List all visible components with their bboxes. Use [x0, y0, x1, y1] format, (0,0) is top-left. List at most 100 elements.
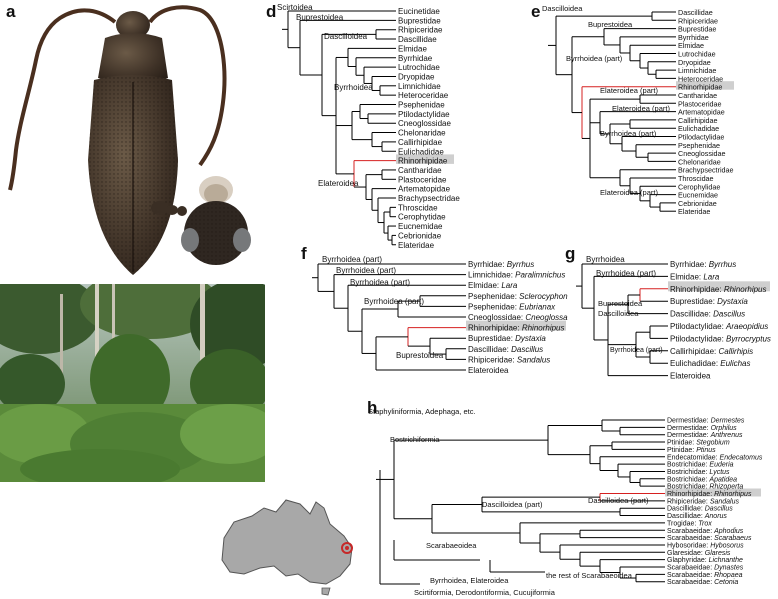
taxon-label: Cantharidae — [678, 91, 717, 100]
taxon-label: Ptilodactylidae: Byrrocryptus — [670, 334, 771, 343]
taxon-label: Trogidae: Trox — [667, 520, 712, 527]
taxon-label: Ptilodactylidae — [398, 110, 450, 119]
clade-label: Scarabaeoidea — [426, 541, 477, 550]
clade-label: Bostrichiformia — [390, 435, 440, 444]
taxon-label: Eucnemidae — [678, 191, 718, 200]
clade-label: Dascilloidea (part) — [482, 500, 543, 509]
taxon-label: Throscidae — [398, 203, 438, 212]
taxon-label: Ptilodactylidae — [678, 133, 724, 142]
clade-label: Byrrhoidea (part) — [566, 54, 623, 63]
taxon-label: Elateridae — [678, 207, 710, 216]
panel-letter-f: f — [301, 244, 307, 263]
taxon-label: Elmidae — [398, 44, 427, 53]
taxon-label: Plastoceridae — [398, 175, 447, 184]
taxon-label: Bostrichidae: Euderia — [667, 462, 734, 469]
taxon-label: Elateroidea — [468, 366, 509, 375]
taxon-label: Elateroidea — [670, 372, 711, 381]
taxon-label: Rhipiceridae — [398, 26, 443, 35]
taxon-label: Dascillidae — [398, 35, 437, 44]
clade-label: Buprestoidea — [598, 299, 643, 308]
taxon-label: Scarabaeidae: Dynastes — [667, 565, 744, 572]
taxon-label: Dascillidae: Dascillus — [468, 345, 543, 354]
clade-label: Byrrhoidea (part) — [336, 266, 396, 275]
taxon-label: Scarabaeidae: Cetonia — [667, 579, 738, 586]
taxon-label: Byrrhidae: Byrrhus — [468, 260, 534, 269]
taxon-label: Byrrhidae: Byrrhus — [670, 260, 736, 269]
panel-letter-g: g — [565, 244, 576, 263]
taxon-label: Glaphyridae: Lichnanthe — [667, 557, 743, 564]
taxon-label: Hybosoridae: Hybosorus — [667, 542, 744, 549]
taxon-label: Brachypsectridae — [678, 166, 734, 175]
taxon-label: Dryopidae — [678, 58, 711, 67]
taxon-label: Cerophylidae — [678, 182, 720, 191]
taxon-label: Cneoglossidae: Cneoglossa — [468, 313, 568, 322]
taxon-label: Dermestidae: Dermestes — [667, 418, 745, 425]
taxon-label: Eulichadidae — [678, 124, 719, 133]
clade-label: Byrrhoidea (part) — [350, 278, 410, 287]
clade-label: Byrrhoidea (part) — [364, 297, 424, 306]
taxon-label: Eulichadidae: Eulichas — [670, 359, 751, 368]
taxon-label: Chelonaridae — [678, 157, 721, 166]
taxon-label: Rhinorhipidae: Rhinorhipus — [667, 491, 752, 498]
highlight-box — [396, 154, 454, 164]
taxon-label: Elmidae — [678, 41, 704, 50]
clade-label: Scirtoidea — [277, 3, 313, 12]
taxon-label: Eucnemidae — [398, 222, 443, 231]
taxon-label: Limnichidae — [678, 66, 716, 75]
taxon-label: Elmidae: Lara — [670, 272, 720, 281]
locality-marker — [341, 542, 353, 554]
taxon-label: Endecatomidae: Endecatomus — [667, 454, 763, 461]
taxon-label: Dascillidae: Anorus — [667, 513, 727, 520]
taxon-label: Plastoceridae — [678, 99, 722, 108]
taxon-label: Chelonaridae — [398, 129, 446, 138]
clade-label: Elateroidea — [318, 179, 359, 188]
taxon-label: Lutrochidae — [678, 50, 716, 59]
taxon-label: Elmidae: Lara — [468, 281, 518, 290]
taxon-label: Brachypsectridae — [398, 194, 460, 203]
taxon-label: Psephenidae — [678, 141, 720, 150]
taxon-label: Psephenidae: Sclerocyphon — [468, 292, 568, 301]
taxon-label: Scarabaeidae: Rhopaea — [667, 572, 743, 579]
taxon-label: Byrrhidae — [398, 54, 433, 63]
taxon-label: Callirhipidae: Callirhipis — [670, 347, 753, 356]
taxon-label: Rhinorhipidae: Rhinorhipus — [468, 324, 565, 333]
taxon-label: Lutrochidae — [398, 63, 440, 72]
clade-label: Buprestoidea — [396, 351, 444, 360]
taxon-label: Limnichidae — [398, 82, 441, 91]
taxon-label: Rhinorhipidae — [398, 157, 448, 166]
taxon-label: Rhipiceridae: Sandalus — [667, 498, 740, 505]
highlight-box — [676, 81, 734, 90]
clade-label: Buprestoidea — [588, 20, 633, 29]
taxon-label: Buprestidae: Dystaxia — [670, 297, 748, 306]
taxon-label: Heteroceridae — [678, 74, 723, 83]
taxon-label: Rhipiceridae — [678, 16, 718, 25]
clade-label: Staphyliniformia, Adephaga, etc. — [368, 407, 476, 416]
taxon-label: Bostrichidae: Rhizoperta — [667, 484, 743, 491]
taxon-label: Rhipiceridae: Sandalus — [468, 355, 550, 364]
clade-label: Buprestoidea — [296, 13, 344, 22]
taxon-label: Byrrhidae — [678, 33, 709, 42]
taxon-label: Psephenidae — [398, 101, 445, 110]
clade-label: Byrrhoidea — [586, 255, 625, 264]
taxon-label: Callirhipidae — [398, 138, 443, 147]
taxon-label: Scarabaeidae: Aphodius — [667, 528, 744, 535]
habitat-photo — [0, 284, 265, 482]
clade-label: Dascilloidea (part) — [588, 496, 649, 505]
taxon-label: Eucinetidae — [398, 7, 440, 16]
taxon-label: Heteroceridae — [398, 91, 449, 100]
clade-label: Scirtiformia, Derodontiformia, Cucujifor… — [414, 588, 556, 597]
clade-label: Dascilloidea — [542, 4, 583, 13]
beetle-habitus-photo — [8, 5, 227, 275]
taxon-label: Limnichidae: Paralimnichus — [468, 271, 565, 280]
clade-label: Elateroidea (part) — [600, 188, 658, 197]
taxon-label: Cneoglossidae — [678, 149, 726, 158]
taxon-label: Cantharidae — [398, 166, 442, 175]
taxon-label: Buprestidae — [678, 25, 716, 34]
panel-letter-d: d — [266, 2, 277, 21]
taxon-label: Ptilodactylidae: Araeopidius — [670, 322, 768, 331]
clade-label: Elateroidea (part) — [600, 86, 658, 95]
taxon-label: Ptinidae: Stegobium — [667, 440, 730, 447]
clade-label: Byrrhoidea, Elateroidea — [430, 576, 509, 585]
panel-letter-e: e — [531, 2, 541, 21]
taxon-label: Scarabaeidae: Scarabaeus — [667, 535, 752, 542]
